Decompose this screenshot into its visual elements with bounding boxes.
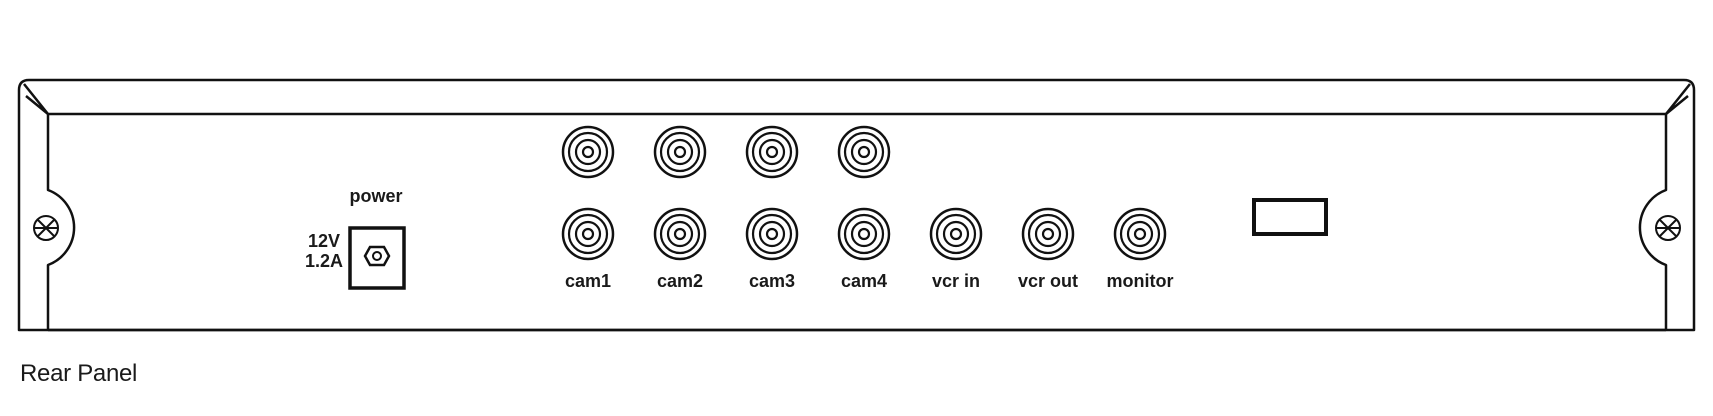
bnc-connector-cam3[interactable] [745,207,799,261]
left-screw-icon [33,215,59,241]
bnc-connector-vcr-in[interactable] [929,207,983,261]
connector-label-vcr-in: vcr in [932,271,980,291]
left-flange [46,114,76,330]
connector-label-cam1: cam1 [565,271,611,291]
power-voltage-label: 12V [308,231,340,251]
bnc-connector-top-3[interactable] [745,125,799,179]
power-current-label: 1.2A [305,251,343,271]
chassis-outline [17,78,1696,332]
bnc-connector-top-4[interactable] [837,125,891,179]
dc-power-jack[interactable] [348,226,406,290]
chassis-right-bevel [1665,83,1691,115]
bnc-connector-top-1[interactable] [561,125,615,179]
connector-label-cam3: cam3 [749,271,795,291]
connector-label-vcr-out: vcr out [1018,271,1078,291]
connector-label-monitor: monitor [1107,271,1174,291]
bnc-connector-cam1[interactable] [561,207,615,261]
right-flange [1638,114,1668,330]
right-screw-icon [1655,215,1681,241]
bnc-connector-monitor[interactable] [1113,207,1167,261]
connector-label-cam2: cam2 [657,271,703,291]
bnc-connector-cam2[interactable] [653,207,707,261]
power-label: power [349,186,402,206]
diagram-caption: Rear Panel [20,360,138,387]
chassis-left-bevel [23,83,49,115]
bnc-connector-vcr-out[interactable] [1021,207,1075,261]
rectangular-port[interactable] [1252,198,1328,236]
connector-label-cam4: cam4 [841,271,887,291]
bnc-connector-group: cam1 cam2 cam3 cam4 vcr in vcr out monitor [561,125,1174,291]
bnc-connector-cam4[interactable] [837,207,891,261]
bnc-connector-top-2[interactable] [653,125,707,179]
